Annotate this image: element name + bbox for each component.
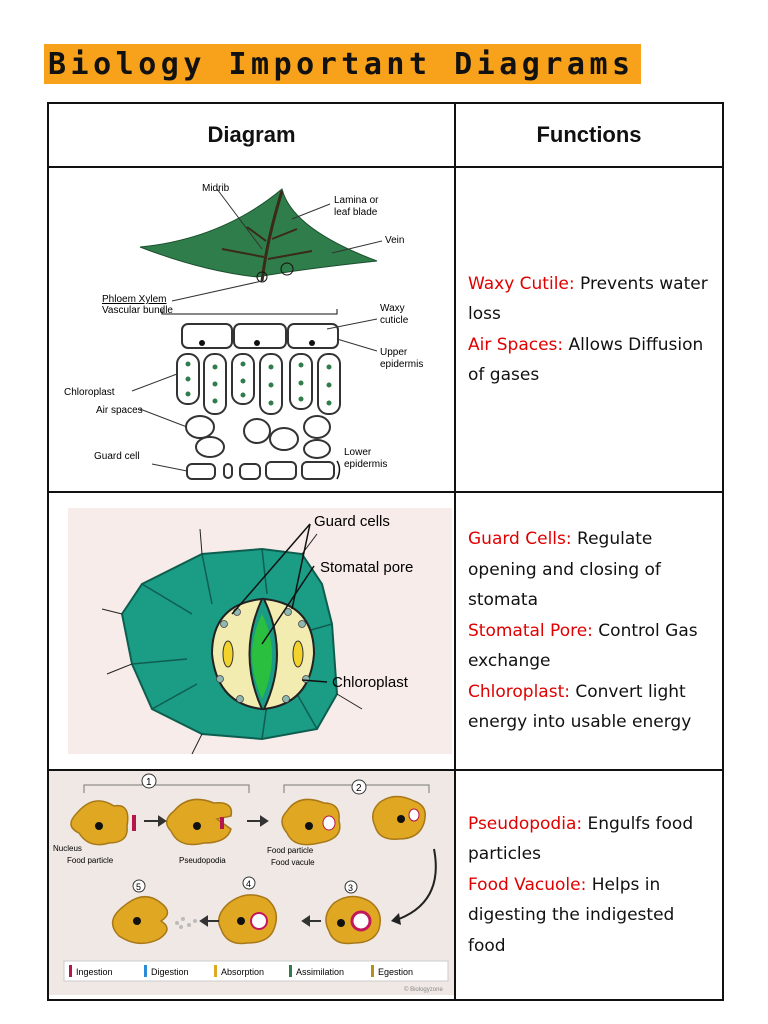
label-phloem-xylem: Phloem Xylem [102,294,166,305]
label-chloroplast: Chloroplast [64,387,115,398]
stomata-svg: Guard cells Stomatal pore Chloroplast [67,508,452,755]
label-cuticle: cuticle [380,315,409,326]
functions-cell-amoeba: Pseudopodia: Engulfs food particles Food… [454,769,724,1001]
amoeba-svg: 1 2 [49,771,454,995]
label-lamina2: leaf blade [334,207,378,218]
label-air-spaces: Air spaces [96,405,143,416]
functions-cell-leaf: Waxy Cutile: Prevents water loss Air Spa… [454,166,724,493]
label-food-vacuole: Food vacule [271,858,315,867]
function-item: Air Spaces: Allows Diffusion of gases [468,334,704,386]
stomata-diagram: Guard cells Stomatal pore Chloroplast [47,491,456,771]
function-item: Chloroplast: Convert light energy into u… [468,681,692,733]
step-5: 5 [136,882,141,892]
function-item: Food Vacuole: Helps in digesting the ind… [468,874,675,956]
label-guard-cells: Guard cells [314,513,390,530]
label-food-particle-2: Food particle [267,846,314,855]
label-waxy: Waxy [380,303,405,314]
label-lamina: Lamina or [334,195,379,206]
function-item: Guard Cells: Regulate opening and closin… [468,529,661,611]
leaf-section-svg: Midrib Lamina or leaf blade Vein Phloem … [64,183,423,480]
label-lower-epidermis: epidermis [344,459,387,470]
function-item: Waxy Cutile: Prevents water loss [468,273,708,325]
step-1: 1 [146,777,152,788]
amoeba-diagram: 1 2 [47,769,456,1001]
legend-ingestion: Ingestion [76,967,113,977]
function-item: Pseudopodia: Engulfs food particles [468,813,694,865]
step-4: 4 [246,879,251,889]
diagrams-table: Diagram Functions [47,102,724,1001]
step-2: 2 [356,783,362,794]
label-stomatal-pore: Stomatal pore [320,559,413,576]
label-midrib: Midrib [202,183,230,194]
image-credit: © Biologyzone [404,986,443,993]
step-3: 3 [348,883,353,893]
title-banner: Biology Important Diagrams [44,44,641,84]
function-item: Stomatal Pore: Control Gas exchange [468,620,698,672]
table-row: 1 2 [47,769,724,1001]
table-row: Midrib Lamina or leaf blade Vein Phloem … [47,166,724,493]
header-functions: Functions [454,102,724,168]
page-title: Biology Important Diagrams [44,44,641,84]
functions-cell-stomata: Guard Cells: Regulate opening and closin… [454,491,724,771]
label-guard-cell: Guard cell [94,451,140,462]
label-upper: Upper [380,347,408,358]
label-lower: Lower [344,447,372,458]
label-food-particle: Food particle [67,856,114,865]
legend-digestion: Digestion [151,967,189,977]
legend-assimilation: Assimilation [296,967,344,977]
table-row: Guard cells Stomatal pore Chloroplast Gu… [47,491,724,771]
label-pseudopodia: Pseudopodia [179,856,226,865]
legend-absorption: Absorption [221,967,264,977]
label-nucleus: Nucleus [53,844,82,853]
legend-egestion: Egestion [378,967,413,977]
label-vascular: Vascular bundle [102,305,173,316]
label-chloroplast-stoma: Chloroplast [332,674,409,691]
header-diagram: Diagram [47,102,456,168]
label-vein: Vein [385,235,404,246]
table-header-row: Diagram Functions [47,102,724,168]
leaf-section-diagram: Midrib Lamina or leaf blade Vein Phloem … [47,166,456,493]
label-upper-epidermis: epidermis [380,359,423,370]
